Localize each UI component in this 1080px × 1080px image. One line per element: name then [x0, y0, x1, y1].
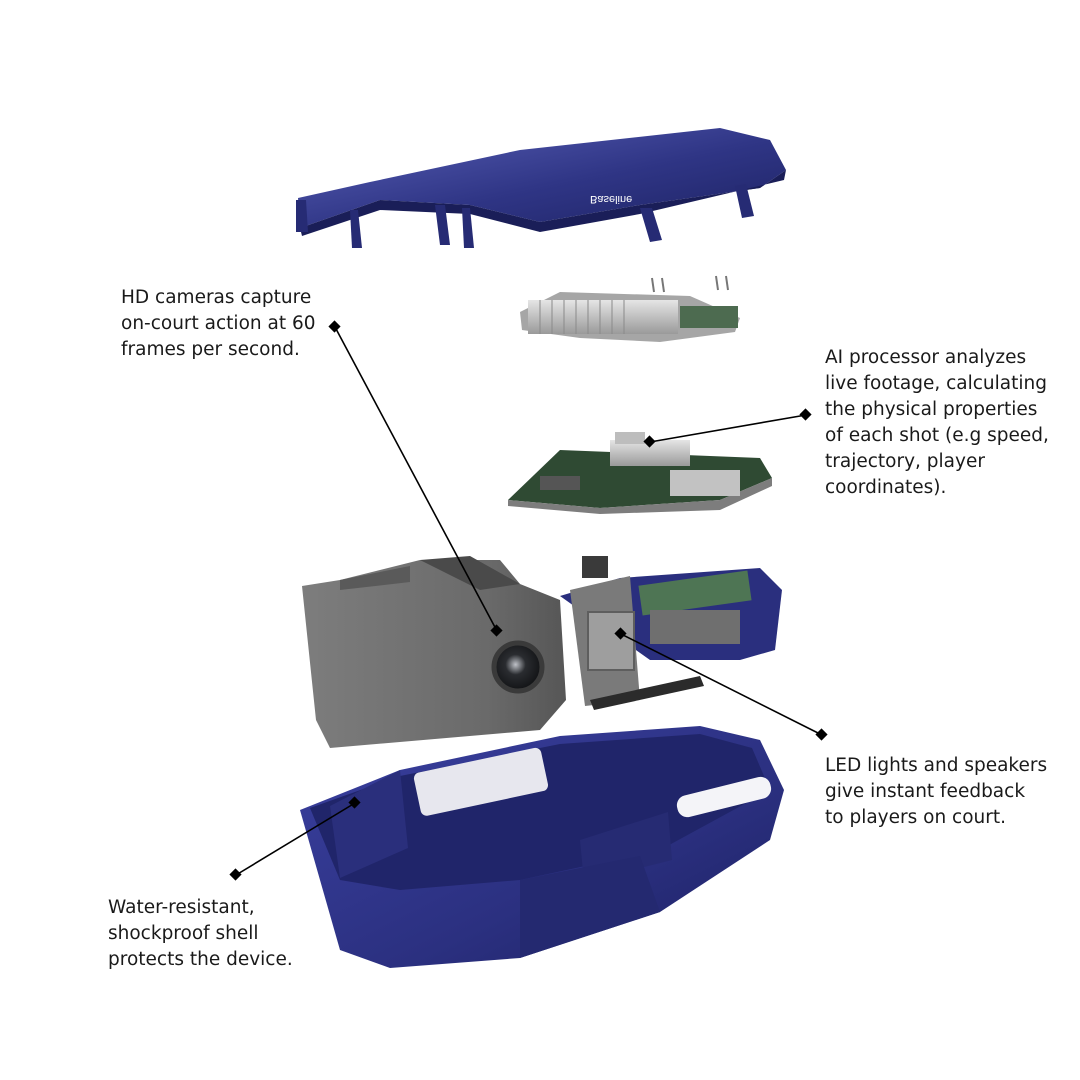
camera-leader-line	[334, 326, 498, 632]
camera-housing	[302, 556, 566, 748]
processor-callout-line: coordinates).	[825, 477, 947, 498]
led-callout-line: to players on court.	[825, 807, 1007, 828]
processor-leader-dot	[799, 408, 812, 421]
shell-leader-line	[235, 802, 356, 876]
speaker-led-module	[560, 556, 782, 710]
led-target-dot	[614, 627, 627, 640]
led-speaker-callout: LED lights and speakers give instant fee…	[825, 753, 1047, 831]
shell-callout-line: Water-resistant,	[108, 897, 255, 918]
shell-leader-dot	[229, 868, 242, 881]
processor-target-dot	[643, 435, 656, 448]
camera-lens	[491, 640, 545, 694]
processor-callout-line: trajectory, player	[825, 451, 985, 472]
led-leader-line	[620, 633, 823, 736]
processor-callout-line: the physical properties	[825, 399, 1038, 420]
camera-callout-line: on-court action at 60	[121, 313, 316, 334]
shell-callout-line: protects the device.	[108, 949, 293, 970]
shell-callout: Water-resistant, shockproof shell protec…	[108, 895, 293, 973]
leader-lines	[229, 320, 828, 881]
processor-callout-line: live footage, calculating	[825, 373, 1047, 394]
processor-callout-line: of each shot (e.g speed,	[825, 425, 1049, 446]
brand-label: Baseline	[590, 193, 632, 205]
camera-leader-dot	[328, 320, 341, 333]
camera-target-dot	[490, 624, 503, 637]
shell-callout-line: shockproof shell	[108, 923, 259, 944]
camera-callout: HD cameras capture on-court action at 60…	[121, 285, 316, 363]
led-callout-line: give instant feedback	[825, 781, 1026, 802]
top-cover: Baseline	[296, 128, 786, 248]
processor-leader-line	[649, 414, 807, 443]
processor-callout-line: AI processor analyzes	[825, 347, 1027, 368]
camera-callout-line: frames per second.	[121, 339, 300, 360]
shell-target-dot	[348, 796, 361, 809]
led-callout-line: LED lights and speakers	[825, 755, 1048, 776]
base-shell	[300, 726, 784, 968]
processor-board	[508, 432, 772, 514]
processor-callout: AI processor analyzes live footage, calc…	[825, 345, 1049, 501]
heatsink-board	[520, 275, 740, 342]
led-leader-dot	[815, 728, 828, 741]
camera-callout-line: HD cameras capture	[121, 287, 312, 308]
